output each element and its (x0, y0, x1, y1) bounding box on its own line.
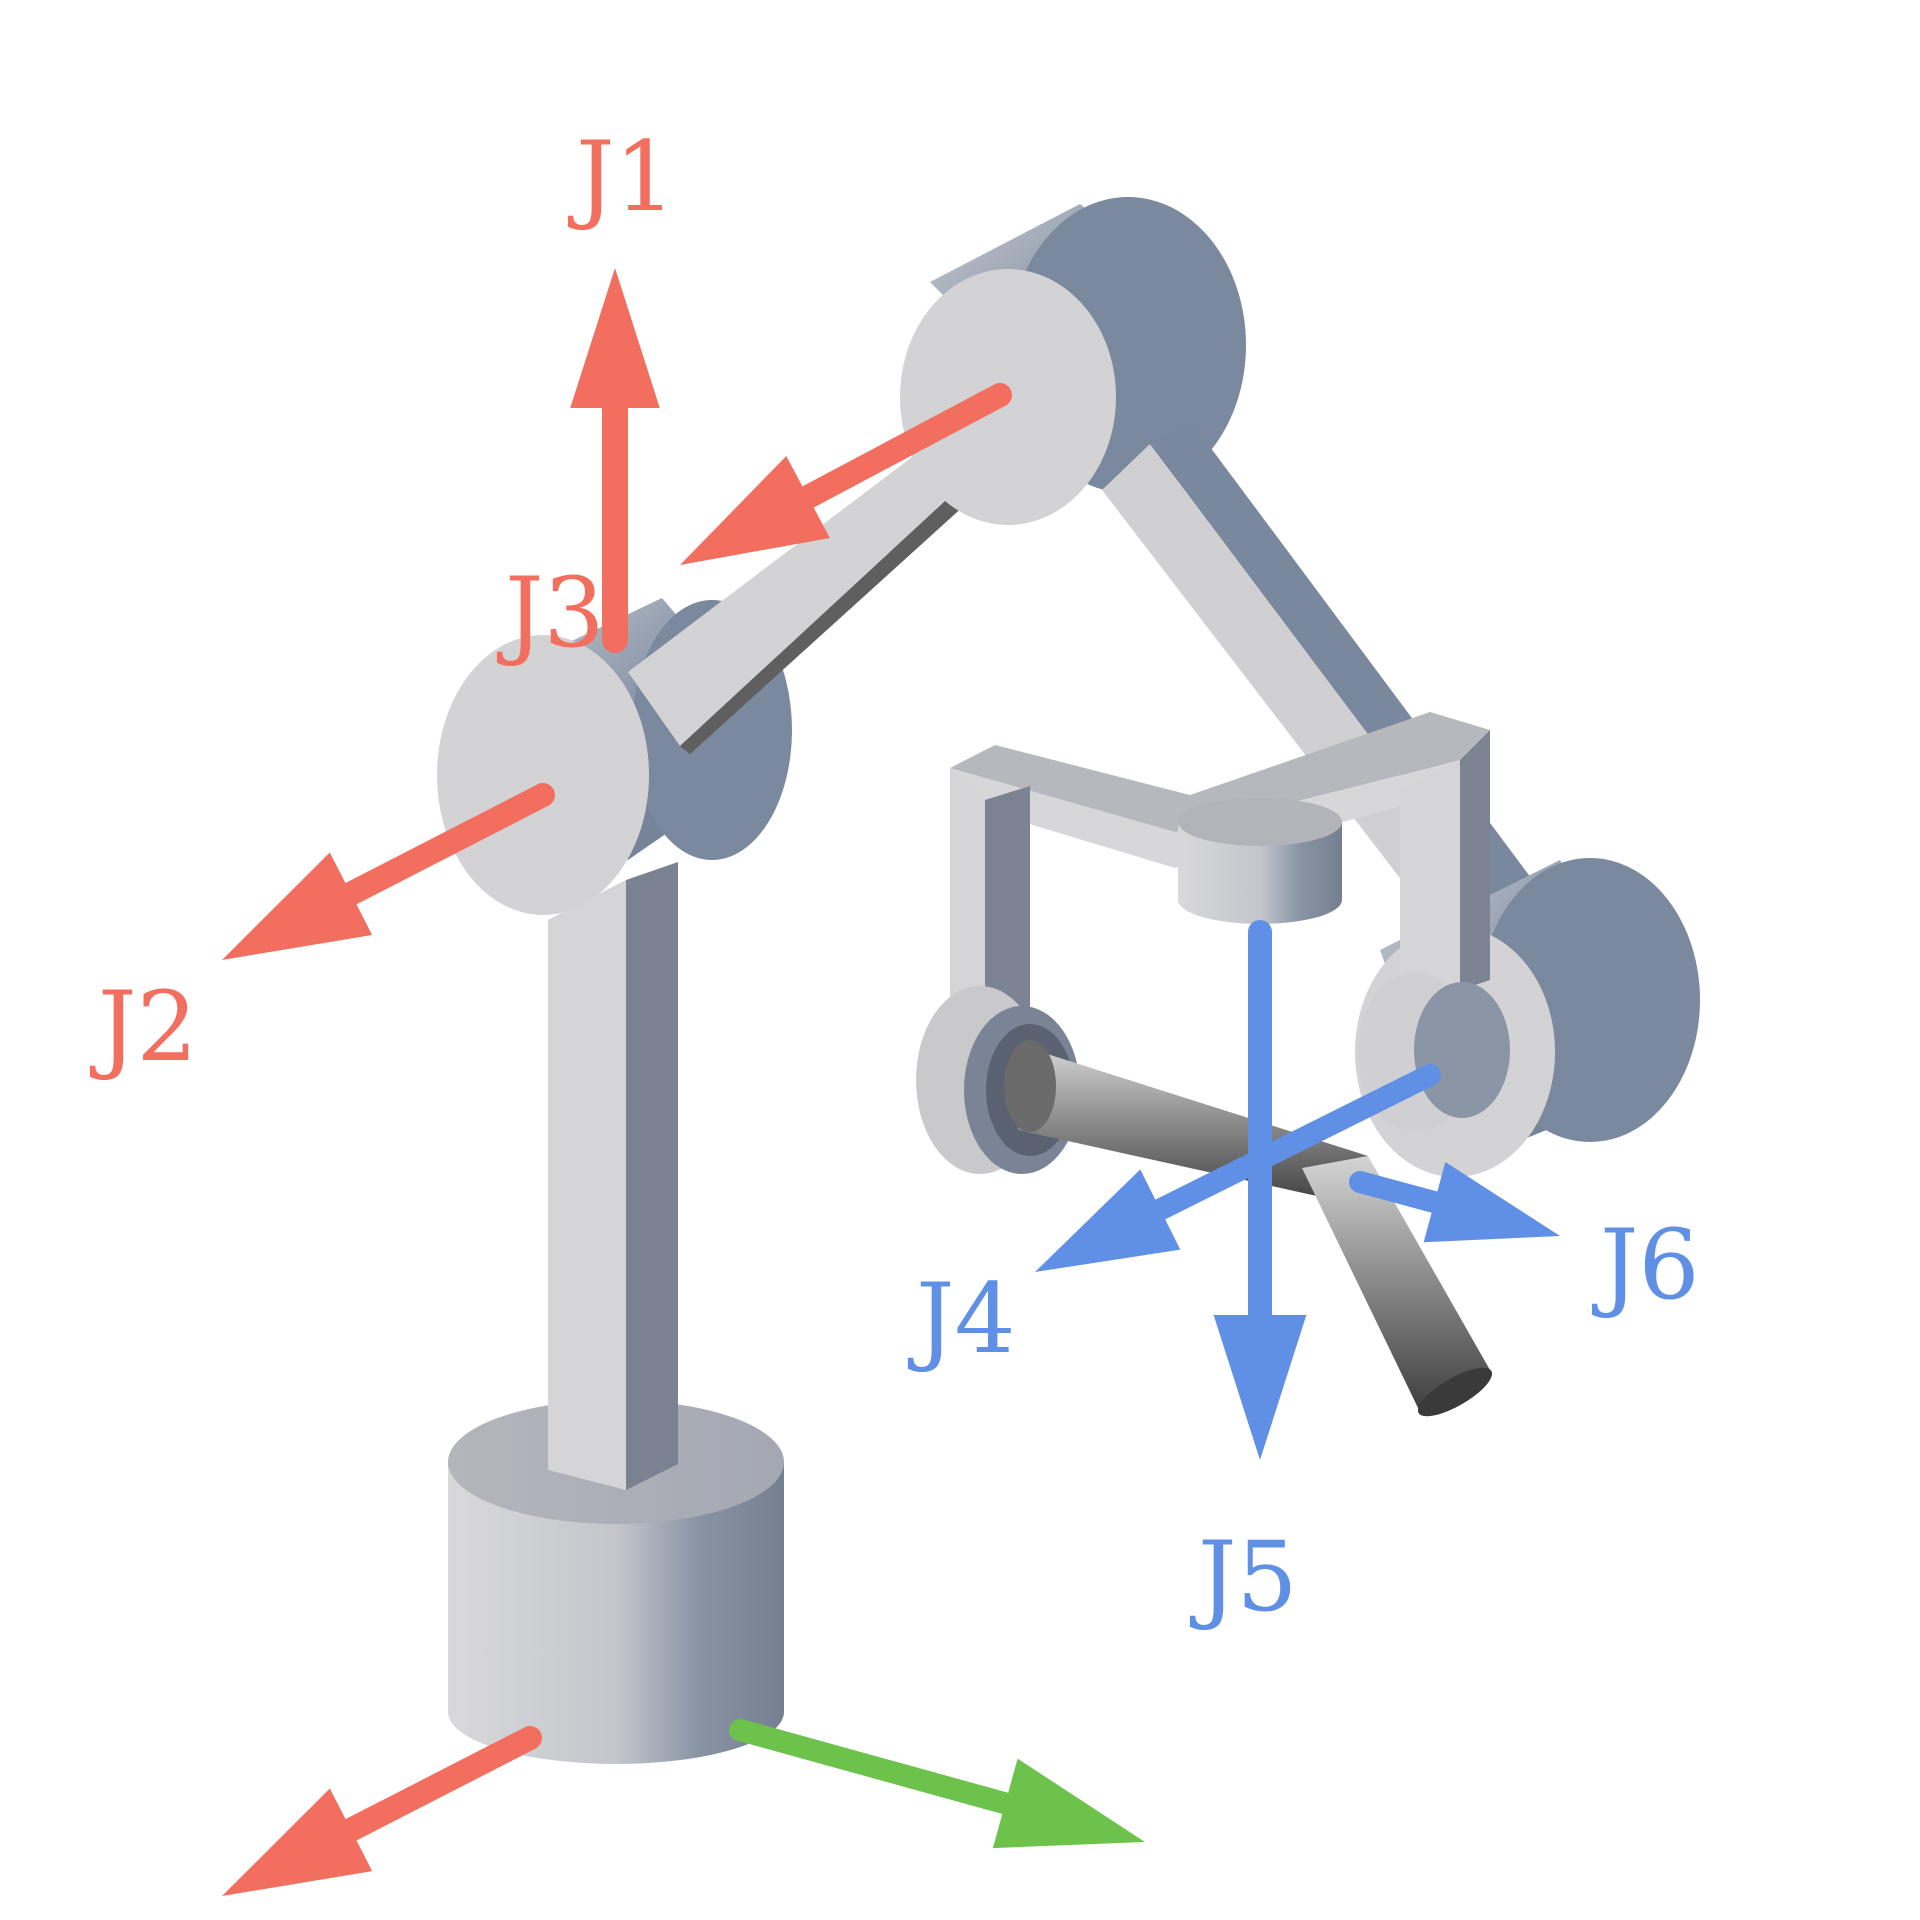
base-x-axis-arrow (222, 1726, 542, 1896)
joint-label-j2: J2 (89, 971, 198, 1083)
vertical-column (548, 862, 678, 1490)
forearm-link (628, 398, 1030, 754)
j3-axis-arrow (680, 383, 1012, 565)
j5-axis-arrow (1213, 920, 1307, 1460)
joint-label-j3: J3 (496, 557, 605, 669)
joint-label-j4: J4 (907, 1263, 1016, 1375)
j6-axis-arrow (1349, 1161, 1560, 1243)
joint-label-j1: J1 (567, 121, 676, 233)
joint-label-j5: J5 (1189, 1521, 1298, 1633)
j4-axis-arrow (1035, 1064, 1441, 1272)
tool-end-effector (1004, 1040, 1493, 1417)
joint-label-j6: J6 (1591, 1209, 1700, 1321)
j1-axis-arrow (570, 268, 660, 653)
j2-axis-arrow (222, 783, 555, 960)
joint-axes (222, 268, 1560, 1896)
u-fork (950, 712, 1490, 1030)
base-y-axis-arrow (729, 1719, 1145, 1849)
